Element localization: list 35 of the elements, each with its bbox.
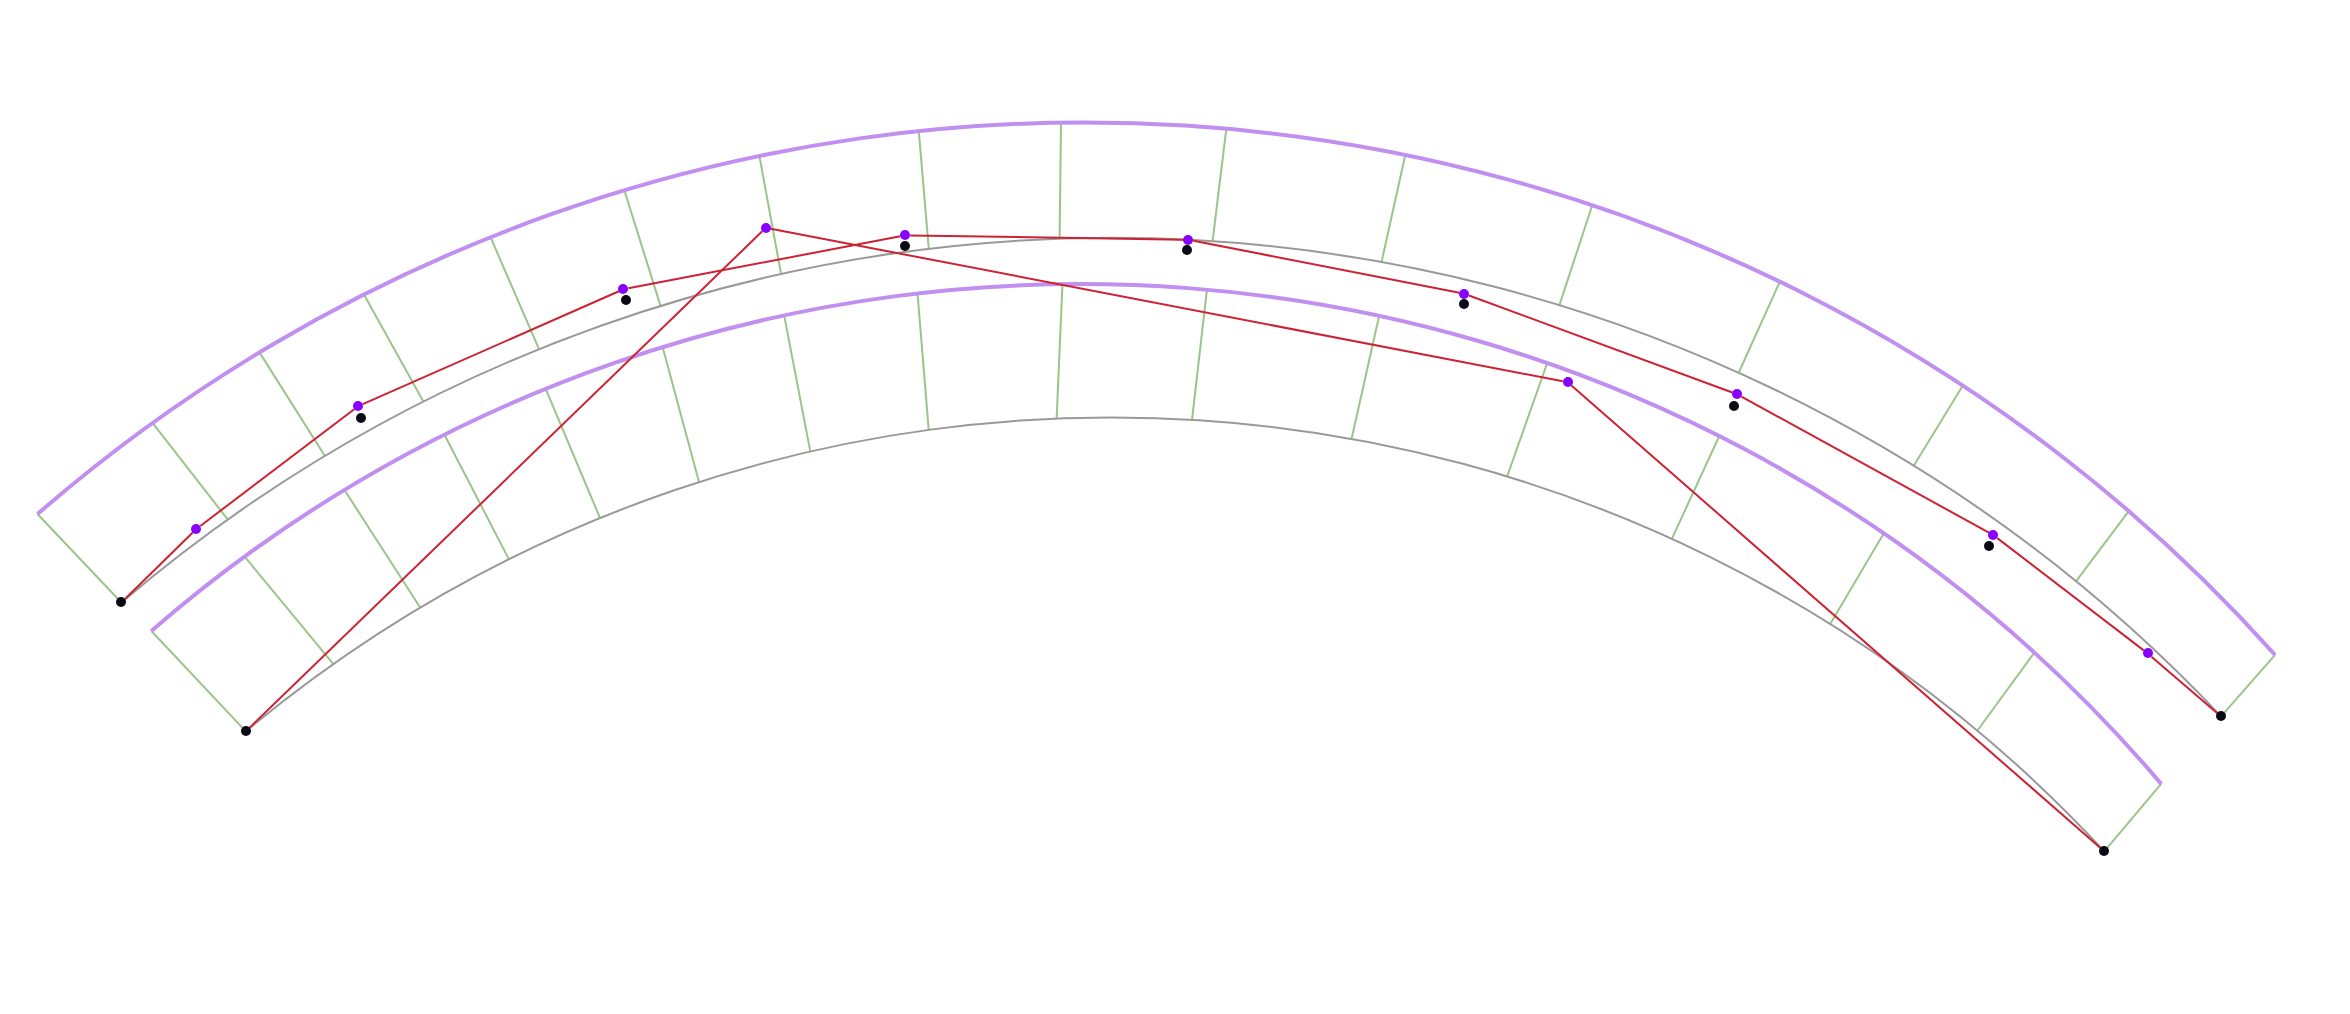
control-point: [2142, 648, 2153, 659]
control-point: [191, 524, 202, 535]
line-segment: [1740, 395, 1990, 534]
control-point: [353, 401, 364, 412]
line-segment: [909, 234, 1185, 241]
curve-point: [1182, 245, 1192, 256]
line-segment: [199, 408, 356, 528]
line-segment: [1192, 239, 1461, 294]
line-segment: [1570, 384, 2102, 849]
control-point: [1562, 377, 1573, 388]
curve-point: [356, 413, 367, 424]
curve-point: [900, 240, 911, 251]
line-segment: [248, 230, 764, 729]
curve-point: [1983, 540, 1994, 551]
line-segment: [1996, 537, 2145, 652]
line-segment: [627, 235, 902, 290]
control-point: [1988, 530, 1999, 541]
line-segment: [123, 531, 194, 600]
control-point: [618, 284, 629, 295]
control-point: [900, 230, 911, 241]
curve-point: [621, 294, 632, 305]
control-point: [1459, 288, 1470, 299]
control-point: [760, 222, 771, 233]
line-segment: [769, 227, 1564, 383]
curve-point: [240, 726, 251, 737]
control-point: [1732, 389, 1742, 400]
curve-point: [1459, 299, 1470, 310]
curve-point: [1729, 401, 1739, 412]
line-segment: [2150, 655, 2219, 715]
line-segment: [1467, 294, 1734, 394]
curve-point: [2216, 711, 2227, 722]
control-point: [1183, 234, 1194, 245]
curve-point: [2099, 846, 2110, 857]
line-segment: [361, 290, 620, 406]
curve-point: [116, 597, 127, 608]
